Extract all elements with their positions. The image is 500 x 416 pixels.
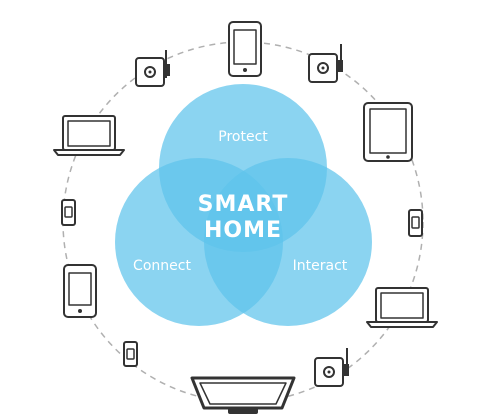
venn (115, 84, 372, 326)
laptop-icon (53, 115, 125, 156)
center-title-line2: HOME (204, 218, 282, 243)
tv-icon (190, 376, 296, 414)
tablet-icon (363, 102, 413, 162)
protect-label: Protect (218, 129, 268, 145)
camera-icon (135, 50, 170, 87)
camera-icon (308, 44, 343, 83)
connect-label: Connect (133, 258, 191, 274)
laptop-icon (366, 287, 438, 328)
interact-label: Interact (293, 258, 348, 274)
smartphone-icon (228, 21, 262, 77)
sensor-icon (408, 209, 423, 237)
center-title-line1: SMART (198, 192, 289, 217)
sensor-icon (123, 341, 138, 367)
sensor-icon (61, 199, 76, 226)
camera-icon (314, 348, 349, 387)
interact-circle (204, 158, 372, 326)
smartphone-icon (63, 264, 97, 318)
